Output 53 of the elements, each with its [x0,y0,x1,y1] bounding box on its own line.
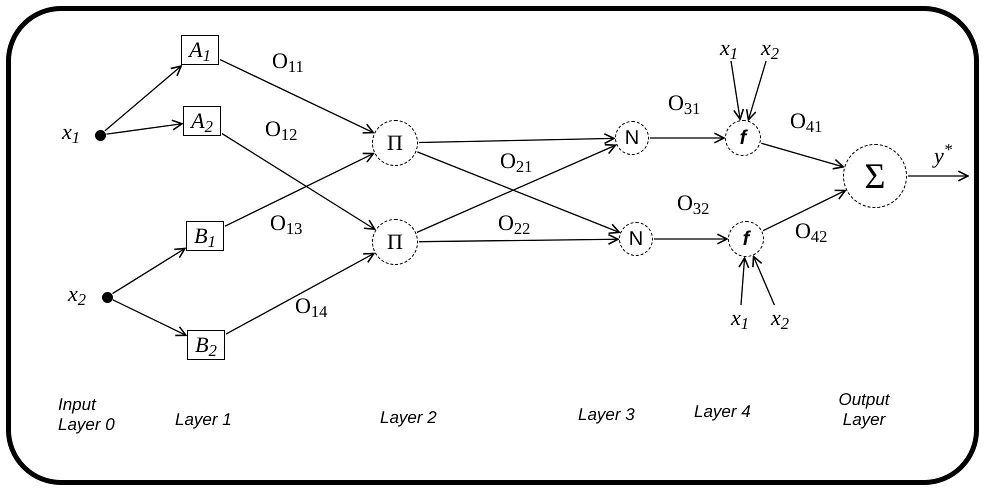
arrow [226,252,375,335]
edge-label: O$_{12}$ [265,118,298,140]
arrow [220,58,374,134]
arrow [908,170,969,182]
layer-label: Input Layer 0 [58,395,116,435]
layer-label: Layer 4 [694,402,751,422]
arrow [761,142,844,170]
arrow [106,120,183,135]
edge-label: O$_{31}$ [668,92,700,114]
membership-box: B$_{2}$ [187,330,225,360]
arrow [650,132,725,144]
function-node: f [725,120,761,156]
sum-node: Σ [843,144,907,208]
function-node: f [728,221,764,257]
input-variable: x$_{2}$ [757,36,783,60]
arrow [224,152,374,227]
arrow [730,60,744,120]
edge-label: O$_{13}$ [270,212,302,234]
product-node: Π [372,219,418,265]
normalize-node: N [619,222,653,256]
edge-label: O$_{22}$ [498,212,530,234]
arrow [112,248,186,294]
arrow [752,256,775,306]
input-label: x$_{1}$ [62,121,80,143]
arrow [222,132,376,230]
input-variable: x$_{2}$ [767,306,793,330]
layer-label: Layer 1 [175,410,232,430]
edge-label: O$_{11}$ [272,50,304,72]
layer-label: Layer 3 [578,405,635,425]
arrow [112,299,187,336]
edge-label: O$_{21}$ [500,150,532,172]
normalize-node: N [615,121,649,155]
arrow [104,65,182,132]
arrow [762,190,846,232]
input-variable: x$_{1}$ [727,306,753,330]
edge-label: O$_{41}$ [790,110,822,132]
edge-label: y$^{*}$ [934,145,952,167]
input-label: x$_{2}$ [68,283,86,305]
product-node: Π [372,120,418,166]
arrow [746,60,767,121]
arrow [654,233,728,245]
membership-box: B$_{1}$ [186,221,224,251]
membership-box: A$_{1}$ [181,35,219,65]
edge-label: O$_{32}$ [677,192,710,214]
arrow [418,133,615,144]
edge-label: O$_{42}$ [795,220,828,242]
layer-label: Output Layer [837,390,891,430]
layer-label: Layer 2 [380,408,437,428]
arrow [419,234,619,245]
input-variable: x$_{1}$ [716,36,742,60]
edge-label: O$_{14}$ [295,295,328,317]
membership-box: A$_{2}$ [183,106,221,136]
arrow [738,257,750,306]
